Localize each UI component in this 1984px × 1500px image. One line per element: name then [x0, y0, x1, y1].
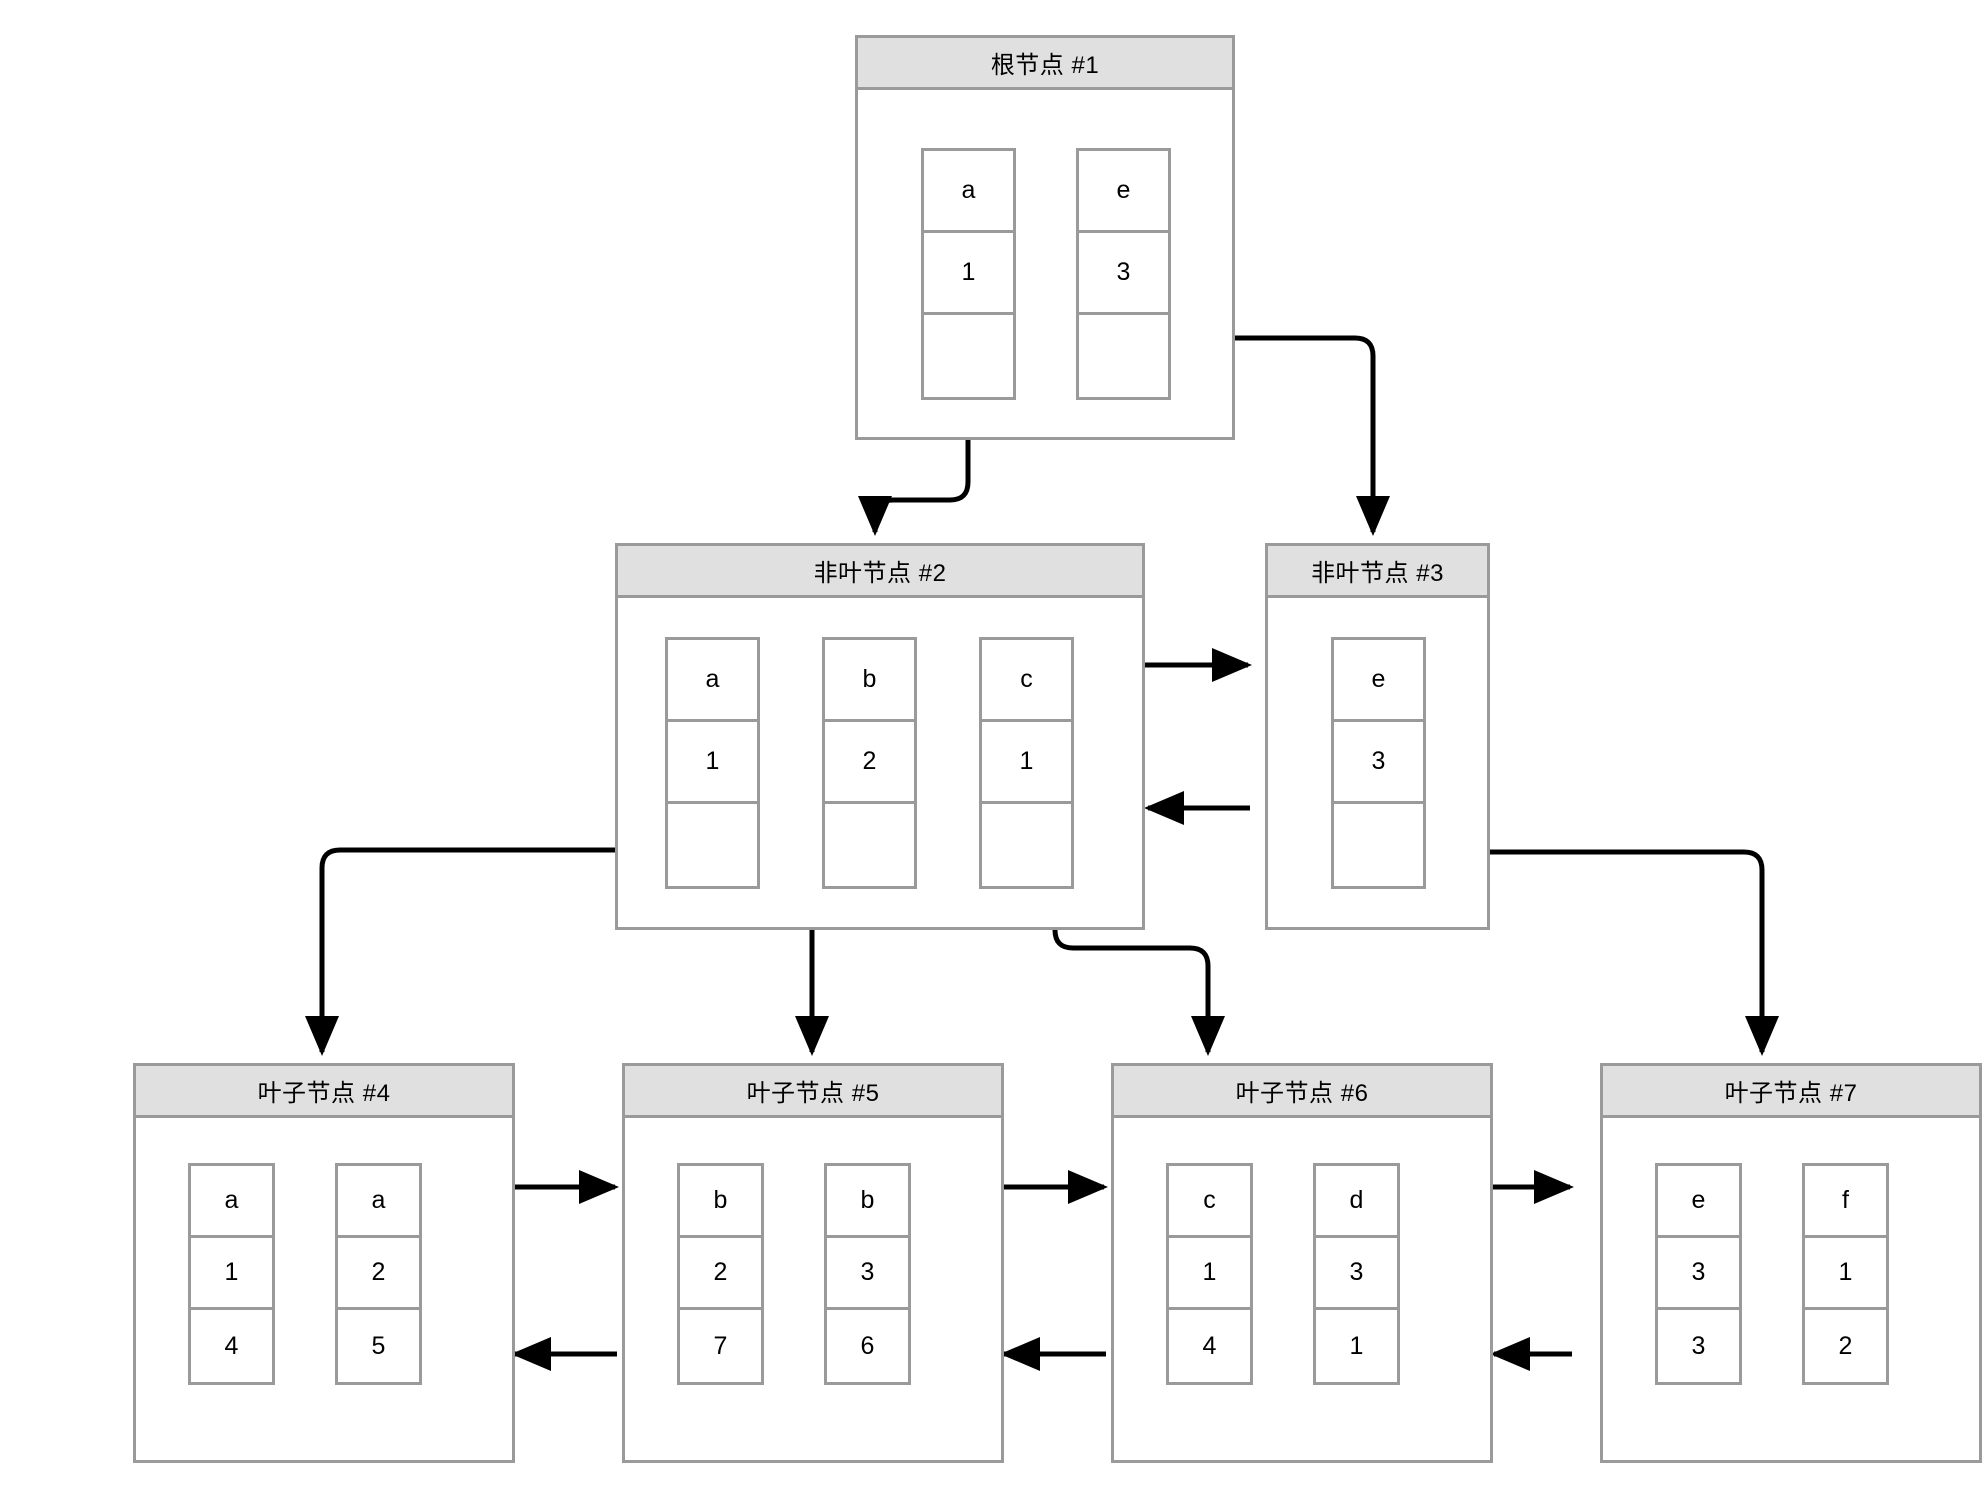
entry-leaf6-1-pointer: 1: [1349, 1331, 1364, 1360]
entry-internal2-1-value: 2: [825, 722, 914, 804]
node-leaf-7[interactable]: 叶子节点 #7 e 3 3 f 1 2: [1600, 1063, 1982, 1463]
entry-leaf4-0[interactable]: a 1 4: [188, 1163, 275, 1385]
entry-leaf4-1[interactable]: a 2 5: [335, 1163, 422, 1385]
entry-leaf5-0-key: b: [680, 1166, 761, 1238]
node-internal-2-label: 非叶节点 #2: [813, 560, 947, 587]
node-internal-3-header: 非叶节点 #3: [1268, 546, 1487, 598]
node-leaf-4-header: 叶子节点 #4: [136, 1066, 512, 1118]
entry-leaf4-0-key: a: [191, 1166, 272, 1238]
entry-leaf6-0[interactable]: c 1 4: [1166, 1163, 1253, 1385]
entry-leaf4-1-key: a: [338, 1166, 419, 1238]
entry-internal2-2-pointer: [982, 804, 1071, 886]
node-root-1-label: 根节点 #1: [990, 52, 1100, 79]
node-leaf-5-body: b 2 7 b 3 6: [625, 1118, 1001, 1460]
node-root-1[interactable]: 根节点 #1 a 1 e 3: [855, 35, 1235, 440]
entry-leaf6-0-pointer: 4: [1202, 1331, 1217, 1360]
entry-root1-0-pointer: [924, 315, 1013, 397]
node-leaf-5-header: 叶子节点 #5: [625, 1066, 1001, 1118]
entry-internal2-0[interactable]: a 1: [665, 637, 760, 889]
entry-leaf7-1-key: f: [1805, 1166, 1886, 1238]
entry-leaf5-1-pointer: 6: [860, 1331, 875, 1360]
entry-internal2-2[interactable]: c 1: [979, 637, 1074, 889]
entry-root1-1[interactable]: e 3: [1076, 148, 1171, 400]
entry-leaf7-0-value: 3: [1658, 1238, 1739, 1310]
entry-internal2-2-key: c: [982, 640, 1071, 722]
entry-internal2-1[interactable]: b 2: [822, 637, 917, 889]
entry-internal3-0-key: e: [1334, 640, 1423, 722]
node-internal-2[interactable]: 非叶节点 #2 a 1 b 2 c 1: [615, 543, 1145, 930]
entry-root1-0-value: 1: [924, 233, 1013, 315]
entry-leaf7-1[interactable]: f 1 2: [1802, 1163, 1889, 1385]
node-internal-3-body: e 3: [1268, 598, 1487, 927]
node-internal-3-label: 非叶节点 #3: [1311, 560, 1444, 587]
node-internal-2-body: a 1 b 2 c 1: [618, 598, 1142, 927]
entry-internal2-0-key: a: [668, 640, 757, 722]
node-leaf-5[interactable]: 叶子节点 #5 b 2 7 b 3 6: [622, 1063, 1004, 1463]
entry-leaf7-0-key: e: [1658, 1166, 1739, 1238]
entry-leaf4-1-value: 2: [338, 1238, 419, 1310]
entry-internal3-0-value: 3: [1334, 722, 1423, 804]
entry-leaf5-1[interactable]: b 3 6: [824, 1163, 911, 1385]
node-leaf-7-label: 叶子节点 #7: [1724, 1080, 1858, 1107]
entry-leaf6-0-value: 1: [1169, 1238, 1250, 1310]
entry-internal2-1-pointer: [825, 804, 914, 886]
entry-leaf5-1-value: 3: [827, 1238, 908, 1310]
entry-root1-1-value: 3: [1079, 233, 1168, 315]
entry-internal3-0-pointer: [1334, 804, 1423, 886]
node-leaf-4-body: a 1 4 a 2 5: [136, 1118, 512, 1460]
entry-leaf6-1-value: 3: [1316, 1238, 1397, 1310]
node-root-1-header: 根节点 #1: [858, 38, 1232, 90]
node-leaf-4-label: 叶子节点 #4: [257, 1080, 391, 1107]
node-leaf-6[interactable]: 叶子节点 #6 c 1 4 d 3 1: [1111, 1063, 1493, 1463]
node-leaf-7-body: e 3 3 f 1 2: [1603, 1118, 1979, 1460]
entry-leaf7-0-pointer: 3: [1691, 1331, 1706, 1360]
entry-leaf7-0[interactable]: e 3 3: [1655, 1163, 1742, 1385]
node-root-1-body: a 1 e 3: [858, 90, 1232, 437]
entry-internal2-0-pointer: [668, 804, 757, 886]
entry-leaf5-0-pointer: 7: [713, 1331, 728, 1360]
entry-leaf6-0-key: c: [1169, 1166, 1250, 1238]
entry-internal2-2-value: 1: [982, 722, 1071, 804]
node-leaf-6-body: c 1 4 d 3 1: [1114, 1118, 1490, 1460]
entry-leaf5-0[interactable]: b 2 7: [677, 1163, 764, 1385]
node-internal-3[interactable]: 非叶节点 #3 e 3: [1265, 543, 1490, 930]
node-leaf-6-label: 叶子节点 #6: [1235, 1080, 1369, 1107]
node-leaf-7-header: 叶子节点 #7: [1603, 1066, 1979, 1118]
entry-internal2-1-key: b: [825, 640, 914, 722]
entry-leaf4-1-pointer: 5: [371, 1331, 386, 1360]
entry-root1-1-key: e: [1079, 151, 1168, 233]
entry-leaf6-1-key: d: [1316, 1166, 1397, 1238]
entry-leaf4-0-value: 1: [191, 1238, 272, 1310]
node-leaf-4[interactable]: 叶子节点 #4 a 1 4 a 2 5: [133, 1063, 515, 1463]
entry-leaf7-1-pointer: 2: [1838, 1331, 1853, 1360]
entry-leaf5-0-value: 2: [680, 1238, 761, 1310]
entry-root1-0[interactable]: a 1: [921, 148, 1016, 400]
entry-leaf7-1-value: 1: [1805, 1238, 1886, 1310]
entry-leaf4-0-pointer: 4: [224, 1331, 239, 1360]
entry-internal2-0-value: 1: [668, 722, 757, 804]
entry-root1-0-key: a: [924, 151, 1013, 233]
entry-leaf5-1-key: b: [827, 1166, 908, 1238]
node-leaf-5-label: 叶子节点 #5: [746, 1080, 880, 1107]
node-leaf-6-header: 叶子节点 #6: [1114, 1066, 1490, 1118]
node-internal-2-header: 非叶节点 #2: [618, 546, 1142, 598]
entry-internal3-0[interactable]: e 3: [1331, 637, 1426, 889]
entry-leaf6-1[interactable]: d 3 1: [1313, 1163, 1400, 1385]
entry-root1-1-pointer: [1079, 315, 1168, 397]
